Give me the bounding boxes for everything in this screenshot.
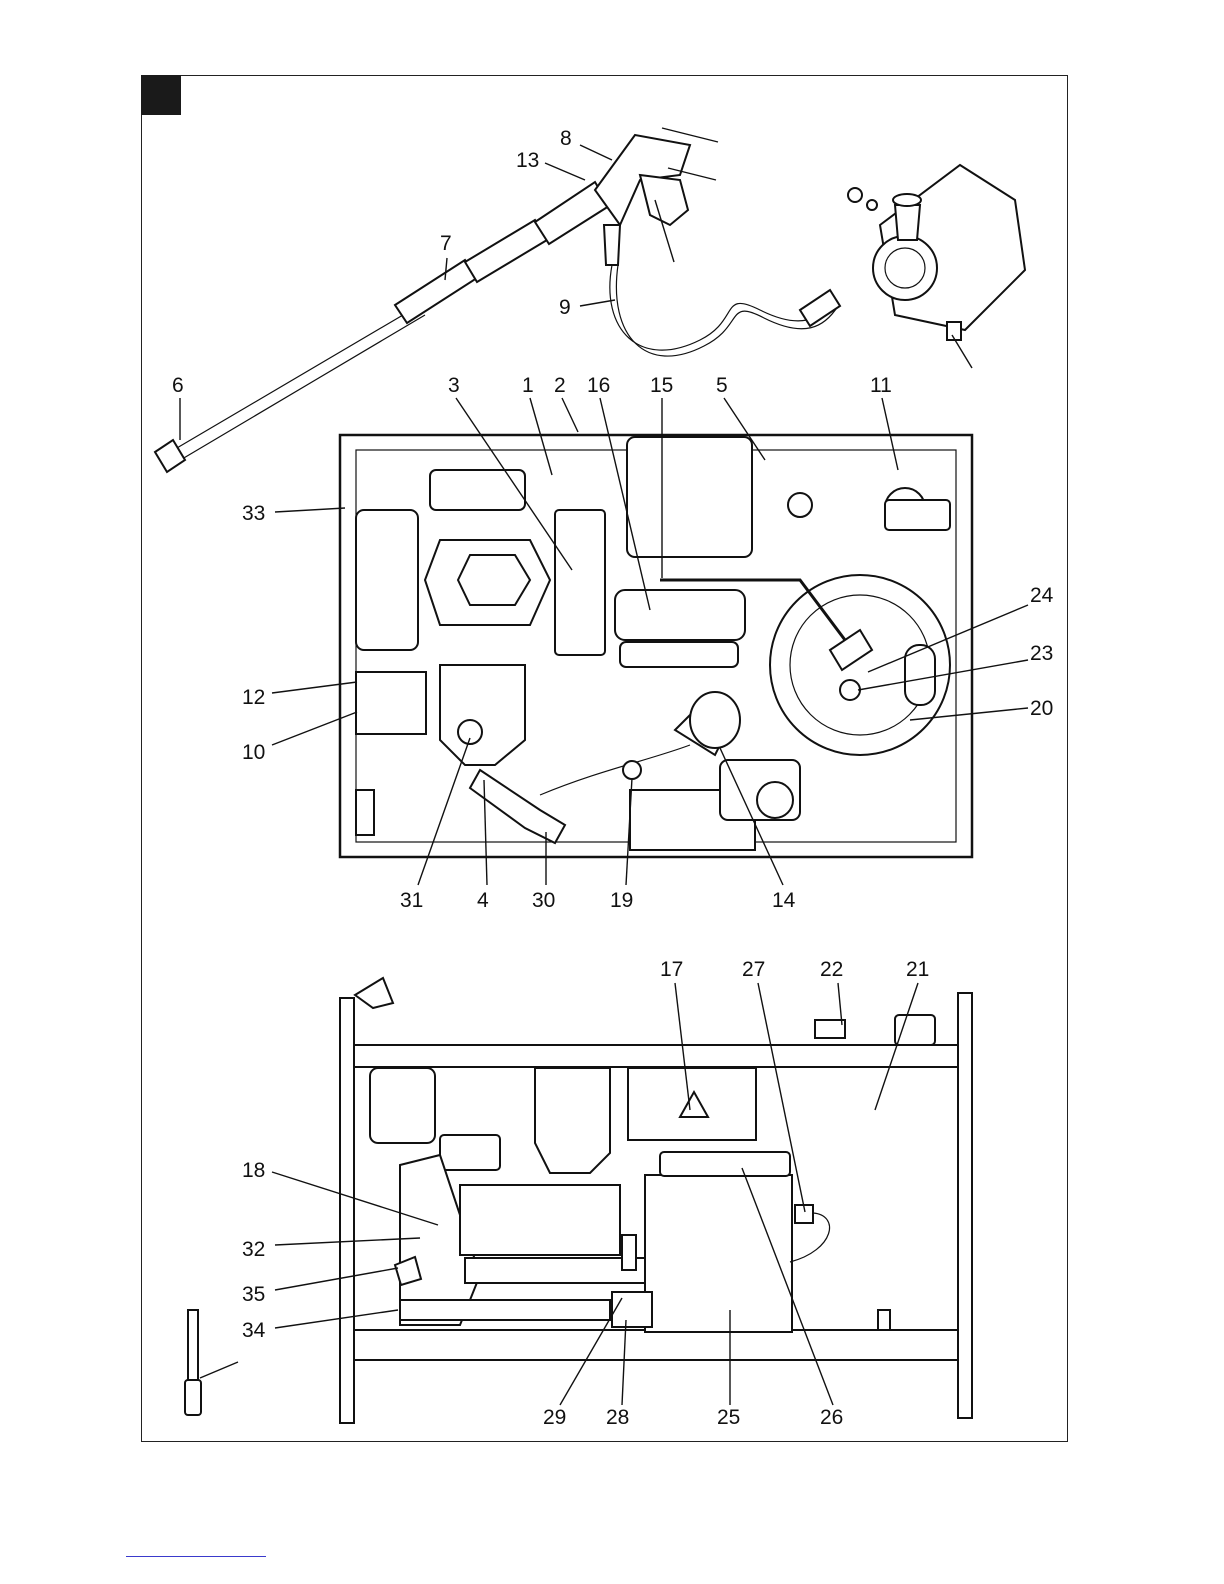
frame-right-post [958, 993, 972, 1418]
bottom-rail [354, 1330, 958, 1360]
pipe-34 [400, 1300, 610, 1320]
lance-grip-7 [395, 260, 477, 323]
cover-26 [660, 1152, 790, 1176]
filter-33 [356, 510, 418, 650]
valve-31 [458, 720, 482, 744]
label-3: 3 [448, 374, 460, 397]
label-11: 11 [870, 374, 892, 397]
tank-cover [627, 437, 752, 557]
label-34: 34 [242, 1319, 266, 1342]
label-26: 26 [820, 1406, 843, 1429]
top-rail [354, 1045, 958, 1067]
label-31: 31 [400, 889, 423, 912]
filter-29 [622, 1235, 636, 1270]
label-32: 32 [242, 1238, 265, 1261]
valve-22 [815, 1020, 845, 1038]
label-33: 33 [242, 502, 265, 525]
label-4: 4 [477, 889, 489, 912]
side-view-chassis [340, 978, 972, 1423]
frame-left-post [340, 998, 354, 1423]
label-22: 22 [820, 958, 843, 981]
pump-block [440, 665, 525, 765]
label-24: 24 [1030, 584, 1054, 607]
oil-cap [895, 205, 920, 240]
detergent-wand [185, 1310, 238, 1415]
label-20: 20 [1030, 697, 1053, 720]
nozzle-6 [155, 440, 185, 472]
footer-rule [126, 1556, 266, 1557]
fitting-28 [612, 1292, 652, 1327]
label-1: 1 [522, 374, 534, 397]
hose-9 [610, 265, 835, 350]
label-2: 2 [554, 374, 566, 397]
label-5: 5 [716, 374, 728, 397]
label-16: 16 [587, 374, 610, 397]
hex-cap [458, 555, 530, 605]
label-23: 23 [1030, 642, 1053, 665]
nozzle-23 [840, 680, 860, 700]
label-15: 15 [650, 374, 673, 397]
label-19: 19 [610, 889, 633, 912]
trigger [640, 175, 688, 225]
label-35: 35 [242, 1283, 265, 1306]
filter-19 [623, 761, 641, 779]
label-9: 9 [559, 296, 571, 319]
label-13: 13 [516, 149, 539, 172]
label-10: 10 [242, 741, 265, 764]
label-30: 30 [532, 889, 555, 912]
label-28: 28 [606, 1406, 629, 1429]
hose-coupling [800, 290, 840, 326]
pump-side [460, 1185, 620, 1255]
valve-35 [395, 1257, 421, 1285]
label-7: 7 [440, 232, 452, 255]
label-14: 14 [772, 889, 796, 912]
spray-gun-assembly [155, 135, 840, 472]
tank-16 [615, 590, 745, 640]
pump-head-assembly [848, 165, 1025, 340]
label-17: 17 [660, 958, 683, 981]
label-12: 12 [242, 686, 265, 709]
label-18: 18 [242, 1159, 265, 1182]
label-27: 27 [742, 958, 765, 981]
label-6: 6 [172, 374, 184, 397]
label-8: 8 [560, 127, 572, 150]
switch-12 [356, 672, 426, 734]
top-view-chassis [340, 435, 972, 857]
label-25: 25 [717, 1406, 740, 1429]
label-29: 29 [543, 1406, 566, 1429]
label-21: 21 [906, 958, 929, 981]
boiler-25 [645, 1175, 792, 1332]
